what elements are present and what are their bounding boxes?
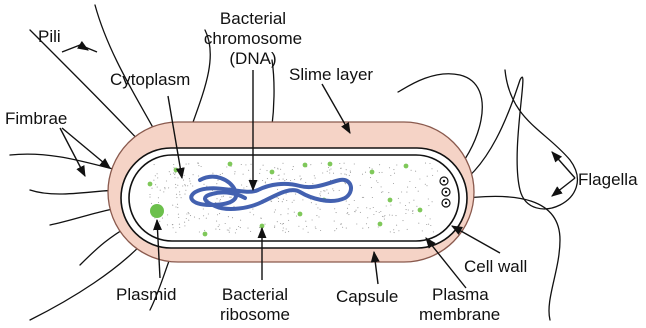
ribosome-dot [298, 212, 303, 217]
ribosome-label-line1: Bacterial [222, 285, 288, 304]
ribosome-dot [388, 198, 393, 203]
flagella-leader-1 [552, 152, 575, 178]
membrane-label-line2: membrane [419, 305, 500, 324]
chromosome-label-line2: chromosome [204, 29, 302, 48]
capsule-label: Capsule [336, 287, 398, 306]
chromosome-label-line3: (DNA) [229, 49, 276, 68]
ribosome-dot [404, 164, 409, 169]
ribosome-dot [303, 163, 308, 168]
cytoplasm-label: Cytoplasm [110, 70, 190, 89]
slime-layer-label: Slime layer [289, 65, 373, 84]
plasmid [150, 204, 164, 218]
ribosome-dot [260, 224, 265, 229]
flagella-label: Flagella [578, 170, 638, 189]
membrane-label-line1: Plasma [432, 285, 489, 304]
pili-label: Pili [38, 27, 61, 46]
ribosome-label-line2: ribosome [220, 305, 290, 324]
ribosome-dot [228, 162, 233, 167]
ribosome-dot [203, 232, 208, 237]
fimbrae-leader-1 [60, 128, 85, 176]
ribosome-dot [148, 182, 153, 187]
cell-wall-label: Cell wall [464, 257, 527, 276]
plasmid-label: Plasmid [116, 285, 176, 304]
pili-leader-2 [80, 45, 97, 52]
ribosome-dot [328, 162, 333, 167]
chromosome-label-line1: Bacterial [220, 9, 286, 28]
cell-wall-leader [452, 226, 500, 253]
ribosome-dot [418, 208, 423, 213]
ribosome-dot [174, 168, 179, 173]
ribosome-dot [370, 170, 375, 175]
flagella-leader-2 [552, 178, 575, 196]
fimbria-5 [30, 235, 150, 320]
ribosome-dot [378, 222, 383, 227]
flagella-basal-bodies [440, 177, 450, 207]
plasma-membrane [129, 155, 459, 241]
ribosome-dot [270, 170, 275, 175]
fimbrae-label: Fimbrae [5, 109, 67, 128]
